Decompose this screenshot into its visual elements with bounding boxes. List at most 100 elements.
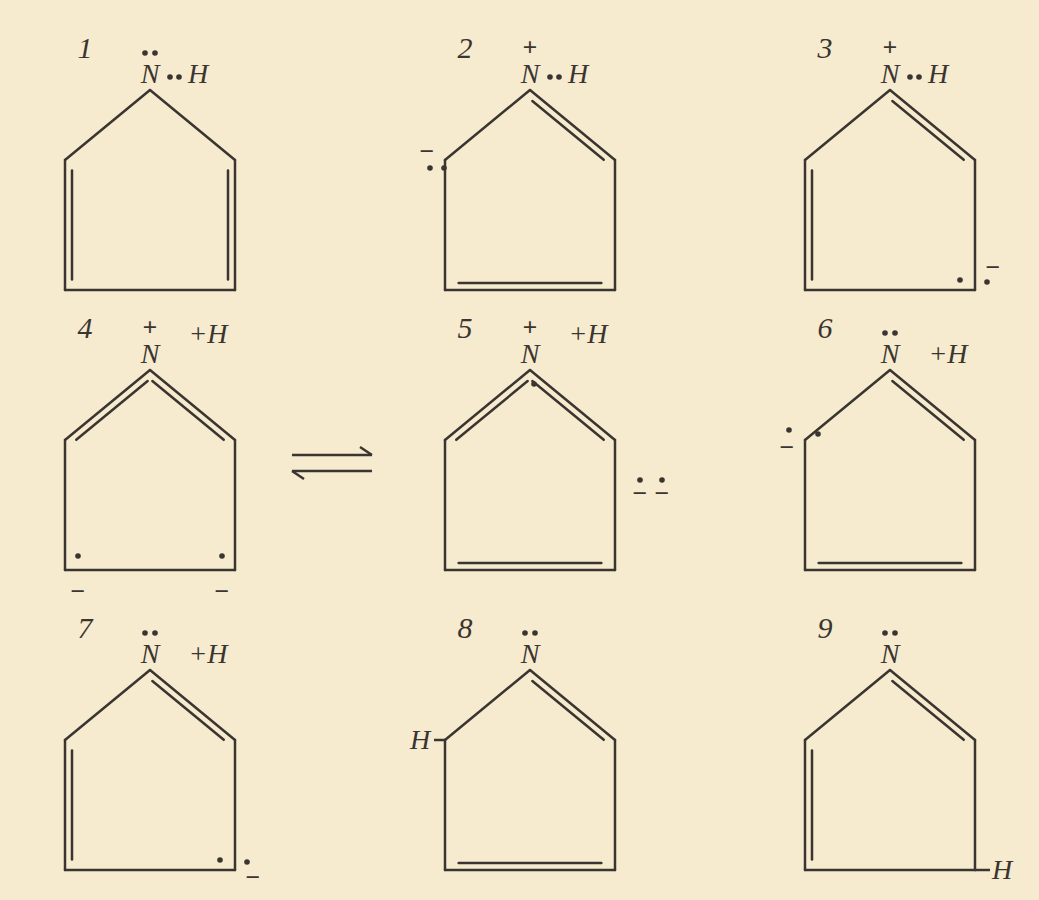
electron-dot	[142, 50, 148, 56]
ring-bond	[974, 740, 977, 870]
double-bond-line	[892, 681, 963, 740]
double-bond-line	[71, 170, 74, 279]
electron-dot	[547, 74, 553, 80]
double-bond-line	[532, 381, 603, 440]
ring-bond	[65, 569, 235, 572]
ring-bond	[64, 160, 67, 290]
ring-bond	[150, 90, 235, 160]
ring-bond	[974, 160, 977, 290]
ring-bond	[444, 160, 447, 290]
ring-bond	[445, 869, 615, 872]
atom-symbol: N	[521, 60, 540, 88]
double-bond-line	[892, 381, 963, 440]
charge-sign: −	[986, 255, 1001, 281]
double-bond-line	[811, 170, 814, 279]
equilibrium-arrows	[292, 447, 372, 479]
double-bond-line	[532, 101, 603, 160]
double-bond-line	[532, 681, 603, 740]
ring-bond	[974, 440, 977, 570]
ring-bond	[64, 440, 67, 570]
atom-symbol: H	[568, 60, 588, 88]
electron-dot	[882, 330, 888, 336]
structure-number: 8	[458, 613, 473, 643]
electron-dot	[786, 427, 792, 433]
pyrrole-ring	[427, 74, 615, 290]
electron-dot	[892, 330, 898, 336]
ring-bond	[614, 740, 617, 870]
charge-sign: −	[215, 579, 230, 605]
charge-sign: +	[883, 35, 898, 61]
charge-sign: +	[523, 315, 538, 341]
atom-symbol: N	[881, 60, 900, 88]
ring-bond	[65, 289, 235, 292]
structure-number: 9	[818, 613, 833, 643]
atom-symbol: N	[881, 640, 900, 668]
ring-bond	[805, 670, 890, 740]
electron-dot	[75, 553, 81, 559]
reverse-arrow	[292, 470, 372, 473]
atom-symbol: N	[141, 640, 160, 668]
electron-dot	[427, 165, 433, 171]
ring-bond	[150, 370, 235, 440]
atom-symbol: +H	[568, 320, 607, 348]
ring-bond	[890, 370, 975, 440]
pyrrole-ring	[805, 74, 990, 290]
double-bond-line	[819, 562, 962, 565]
atom-symbol: N	[521, 340, 540, 368]
atom-symbol: +H	[928, 340, 967, 368]
electron-dot	[916, 74, 922, 80]
double-bond-line	[459, 282, 602, 285]
structure-number: 1	[78, 33, 93, 63]
ring-bond	[614, 440, 617, 570]
atom-symbol: N	[521, 640, 540, 668]
ring-bond	[444, 440, 447, 570]
ring-bond	[804, 160, 807, 290]
ring-bond	[890, 90, 975, 160]
electron-dot	[152, 50, 158, 56]
ring-bond	[445, 90, 530, 160]
arrow-head	[360, 447, 372, 455]
ring-bond	[65, 869, 235, 872]
charge-sign: −	[420, 139, 435, 165]
ring-bond	[530, 670, 615, 740]
electron-dot	[152, 630, 158, 636]
atom-symbol: +H	[188, 640, 227, 668]
electron-dot	[441, 165, 447, 171]
ring-bond	[64, 740, 67, 870]
arrow-head	[292, 471, 304, 479]
ring-bond	[150, 670, 235, 740]
electron-dot	[892, 630, 898, 636]
electron-dot	[217, 857, 223, 863]
ring-bond	[234, 160, 237, 290]
ring-bond	[65, 670, 150, 740]
charge-sign: −	[633, 481, 648, 507]
structure-number: 5	[458, 313, 473, 343]
double-bond-line	[152, 681, 223, 740]
atom-symbol: +H	[188, 320, 227, 348]
ring-bond	[445, 370, 530, 440]
electron-dot	[219, 553, 225, 559]
pyrrole-ring	[434, 630, 615, 870]
double-bond-line	[459, 562, 602, 565]
double-bond-line	[456, 381, 527, 440]
electron-dot	[556, 74, 562, 80]
ring-bond	[804, 740, 807, 870]
ring-bond	[805, 90, 890, 160]
ring-bond	[65, 90, 150, 160]
electron-dot	[531, 381, 537, 387]
atom-symbol: N	[141, 340, 160, 368]
atom-symbol: H	[928, 60, 948, 88]
electron-dot	[907, 74, 913, 80]
pyrrole-ring	[445, 370, 665, 570]
pyrrole-ring	[65, 630, 250, 870]
ring-bond	[530, 370, 615, 440]
pyrrole-ring	[65, 50, 235, 290]
ring-bond	[445, 569, 615, 572]
electron-dot	[142, 630, 148, 636]
structure-number: 6	[818, 313, 833, 343]
atom-symbol: N	[141, 60, 160, 88]
ring-bond	[805, 569, 975, 572]
ring-bond	[805, 289, 975, 292]
charge-sign: +	[523, 35, 538, 61]
